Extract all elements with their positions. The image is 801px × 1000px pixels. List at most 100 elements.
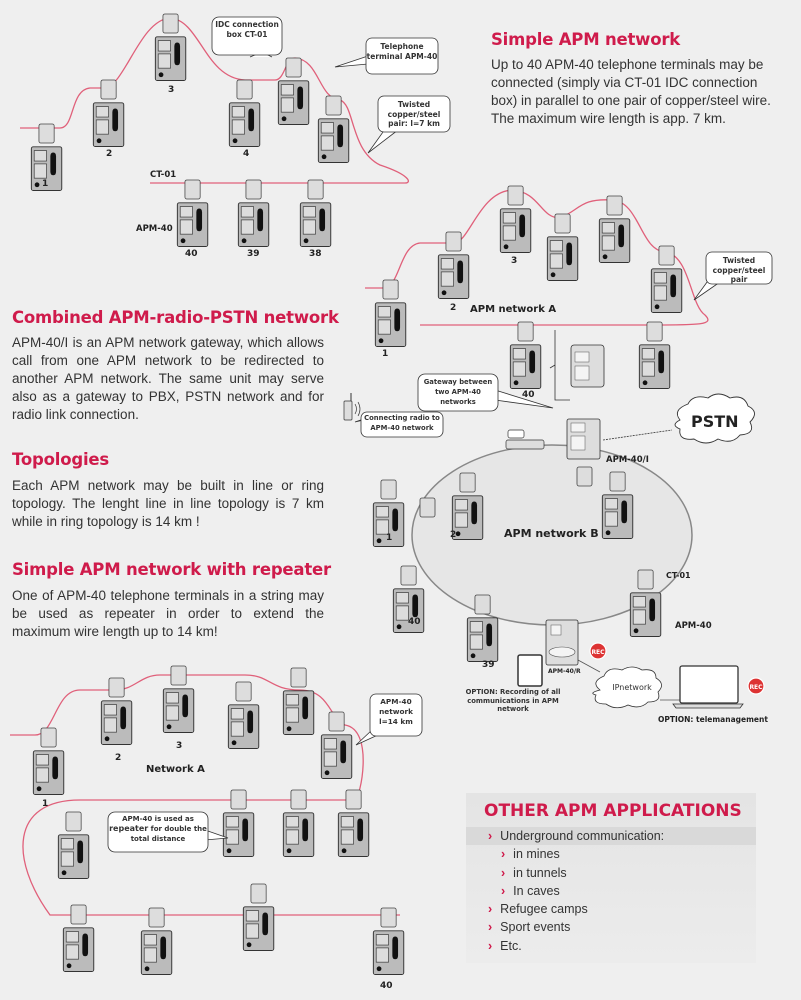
list-item: in mines	[466, 845, 756, 863]
idc-connection-box-icon	[380, 907, 397, 928]
telephone-terminal-icon	[374, 279, 407, 347]
idc-connection-box-icon	[230, 789, 247, 810]
idc-connection-box-icon	[419, 497, 436, 518]
callout-idc-text: IDC connection box CT-01	[215, 20, 279, 39]
text-repeater-network: One of APM-40 telephone terminals in a s…	[12, 588, 324, 639]
list-item: Etc.	[466, 937, 756, 955]
telephone-terminal-icon	[162, 665, 195, 733]
idc-connection-box-icon	[637, 569, 654, 590]
option-recording-text: OPTION: Recording of all communications …	[465, 688, 561, 713]
telephone-terminal-icon	[100, 677, 133, 745]
telephone-terminal-icon	[372, 479, 405, 547]
idc-connection-box-icon	[245, 179, 262, 200]
idc-connection-box-icon	[325, 95, 342, 116]
idc-connection-box-icon	[307, 179, 324, 200]
terminal-number: 2	[450, 530, 456, 540]
list-item: Refugee camps	[466, 900, 756, 918]
mobile-radio-icon	[505, 429, 545, 450]
idc-connection-box-icon	[235, 681, 252, 702]
terminal-number: 1	[386, 533, 392, 543]
idc-connection-box-icon	[65, 811, 82, 832]
callout-idc: IDC connection box CT-01	[211, 16, 283, 58]
telephone-terminal-icon	[509, 321, 542, 389]
telephone-terminal-icon	[317, 95, 350, 163]
pstn-link	[602, 429, 673, 441]
telephone-terminal-icon	[154, 13, 187, 81]
telephone-terminal-icon	[237, 179, 270, 247]
telephone-terminal-icon	[242, 883, 275, 951]
record-badge-icon: REC	[589, 642, 607, 660]
idc-connection-box-icon	[345, 789, 362, 810]
list-item: Underground communication:	[466, 827, 756, 846]
telephone-terminal-icon	[222, 789, 255, 857]
telephone-terminal-icon	[372, 907, 405, 975]
terminal-number: 4	[243, 149, 249, 159]
callout-pair-text: Twisted copper/steel pair: l=7 km	[387, 100, 441, 128]
network-a-label: APM network A	[470, 304, 556, 315]
list-item: in tunnels	[466, 864, 756, 882]
idc-connection-box-icon	[554, 213, 571, 234]
idc-connection-box-icon	[400, 565, 417, 586]
applications-heading: OTHER APM APPLICATIONS	[484, 801, 742, 821]
idc-connection-box-icon	[290, 789, 307, 810]
idc-connection-box-icon	[517, 321, 534, 342]
rec-badge-text: REC	[749, 684, 763, 691]
idc-connection-box-icon	[507, 185, 524, 206]
terminal-number: 40	[522, 390, 535, 400]
wires	[10, 17, 709, 916]
idc-connection-box-icon	[250, 883, 267, 904]
idc-connection-box-icon	[380, 479, 397, 500]
terminal-number: 39	[247, 249, 260, 259]
tablet-icon	[517, 654, 543, 687]
heading-topologies: Topologies	[12, 450, 110, 469]
telephone-terminal-icon	[92, 79, 125, 147]
callout-radio-text: Connecting radio to APM-40 network	[364, 414, 440, 432]
callout-gateway: Gateway between two APM-40 networks	[417, 373, 554, 412]
terminal-number: 39	[482, 660, 495, 670]
terminal-number: 1	[42, 799, 48, 809]
telephone-terminal-icon	[227, 681, 260, 749]
telephone-terminal-icon	[176, 179, 209, 247]
applications-list: Underground communication: in mines in t…	[466, 827, 756, 955]
terminal-number: 1	[42, 179, 48, 189]
terminal-number: 3	[176, 741, 182, 751]
pstn-label: PSTN	[691, 412, 739, 431]
text-combined-network: APM-40/I is an APM network gateway, whic…	[12, 335, 324, 422]
terminal-number: 40	[380, 981, 393, 991]
idc-connection-box-icon	[606, 195, 623, 216]
telephone-terminal-icon	[140, 907, 173, 975]
idc-connection-box-icon	[40, 727, 57, 748]
callout-pair-a-text: Twisted copper/steel pair	[712, 256, 766, 284]
idc-connection-box-icon	[445, 231, 462, 252]
network-b-label: APM network B	[504, 527, 599, 540]
ct01-label: CT-01	[666, 571, 691, 580]
telephone-terminal-icon	[62, 904, 95, 972]
terminal-number: 40	[408, 617, 421, 627]
list-item: In caves	[466, 882, 756, 900]
apm40-label: APM-40	[675, 621, 712, 631]
idc-connection-box-icon	[382, 279, 399, 300]
callout-pair: Twisted copper/steel pair: l=7 km	[367, 95, 451, 154]
telephone-terminal-icon	[32, 727, 65, 795]
network-a-label: Network A	[146, 764, 205, 775]
idc-connection-box-icon	[646, 321, 663, 342]
telephone-terminal-icon	[337, 789, 370, 857]
idc-connection-box-icon	[162, 13, 179, 34]
gateway-link	[549, 330, 570, 401]
idc-connection-box-icon	[184, 179, 201, 200]
terminal-number: 2	[450, 303, 456, 313]
pstn-cloud-icon: PSTN	[674, 393, 755, 444]
idc-connection-box-icon	[100, 79, 117, 100]
wire-repeater	[10, 674, 400, 916]
idc-connection-box-icon	[170, 665, 187, 686]
telephone-terminal-icon	[282, 667, 315, 735]
ipnetwork-label: IPnetwork	[612, 683, 652, 692]
telephone-terminal-icon	[546, 213, 579, 281]
telephone-terminal-icon	[629, 569, 662, 637]
idc-connection-box-icon	[609, 471, 626, 492]
recorder-label: APM-40/R	[548, 668, 581, 675]
idc-connection-box-icon	[38, 123, 55, 144]
telephone-terminal-icon	[499, 185, 532, 253]
